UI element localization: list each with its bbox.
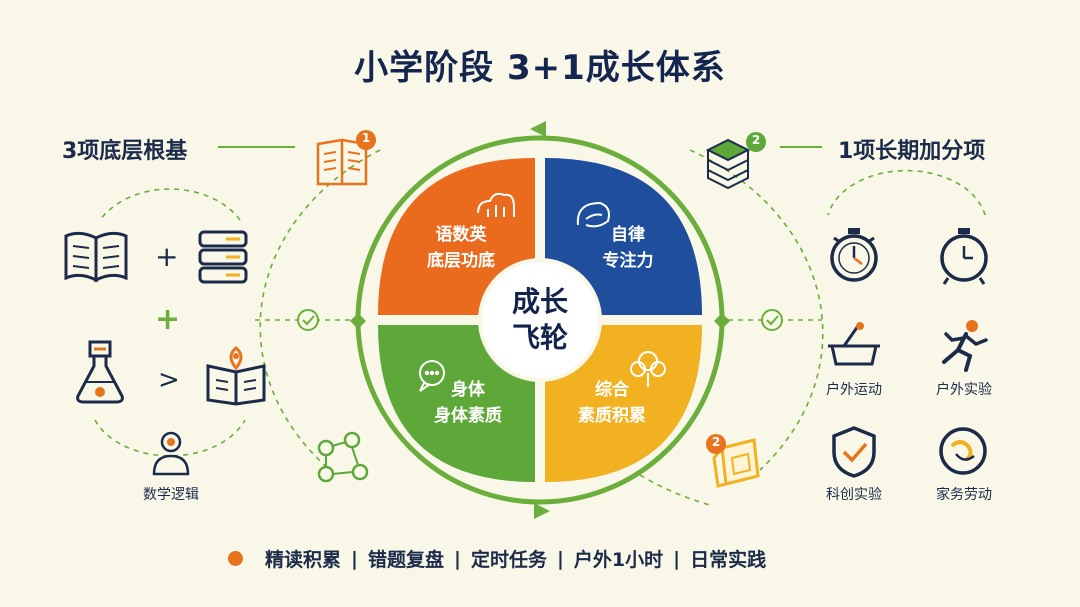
- quadrant-discipline-line1: 自律: [611, 225, 645, 245]
- greater-symbol: >: [158, 365, 180, 395]
- quadrant-comprehensive-label: 综合 素质积累: [562, 377, 662, 429]
- footer-item-0: 精读积累: [265, 549, 342, 571]
- quadrant-discipline-line2: 专注力: [602, 251, 654, 271]
- ring-arrow-bottom: [534, 503, 550, 519]
- ring-arrow-top: [530, 121, 546, 137]
- ring-node-left: [350, 313, 366, 329]
- quadrant-body-label: 身体 身体素质: [418, 377, 518, 429]
- center-line1: 成长: [511, 285, 568, 318]
- student-logic-icon: [152, 431, 190, 476]
- badge-circle: [706, 434, 726, 454]
- ring-node-right: [714, 313, 730, 329]
- quadrant-comprehensive-line2: 素质积累: [578, 406, 646, 426]
- activity-label-0: 户外运动: [826, 382, 882, 398]
- shield-check-icon: [832, 426, 876, 478]
- right-check-icon: [761, 309, 783, 331]
- quadrant-discipline-label: 自律 专注力: [578, 222, 678, 274]
- activity-label-3: 家务劳动: [936, 487, 992, 503]
- footer-separator: |: [453, 547, 461, 570]
- cloud-bars-icon: [477, 192, 515, 217]
- plus-symbol-1: +: [155, 240, 179, 273]
- map-book-icon: [206, 346, 266, 406]
- layer-stack-icon: [705, 132, 766, 190]
- right-heading: 1项长期加分项: [838, 139, 986, 164]
- footer-bullet-icon: [228, 551, 243, 566]
- alarm-clock-icon: [940, 228, 988, 285]
- right-badge: 2: [751, 133, 761, 147]
- brain-leaf-icon: [576, 201, 610, 228]
- tree-icon: [630, 351, 666, 387]
- page-title: 小学阶段 3+1成长体系: [354, 48, 726, 88]
- left-check-icon: [297, 309, 319, 331]
- lab-flask-icon: [76, 340, 124, 404]
- quadrant-body: [378, 325, 535, 482]
- quadrant-body-line2: 身体素质: [434, 406, 502, 426]
- quadrant-language: [378, 158, 535, 315]
- footer-separator: |: [351, 547, 358, 570]
- outer-right-dashed-arc: [689, 149, 824, 471]
- misc-badge: 2: [711, 435, 721, 449]
- badge-circle: [746, 132, 766, 152]
- quadrant-discipline: [545, 158, 702, 315]
- quadrant-language-line2: 底层功底: [427, 251, 495, 271]
- left-badge: 1: [361, 131, 371, 145]
- footer-item-2: 定时任务: [470, 549, 547, 571]
- quadrant-comprehensive-line1: 综合: [595, 380, 629, 400]
- activity-label-2: 科创实验: [826, 487, 882, 503]
- logic-label: 数学逻辑: [143, 487, 199, 503]
- wheel-center: [478, 258, 602, 382]
- chores-circle-icon: [939, 427, 987, 475]
- book-stack-icon: [198, 230, 248, 284]
- quadrant-body-line1: 身体: [451, 380, 485, 400]
- chat-bubble-icon: [419, 360, 445, 392]
- center-line2: 飞轮: [511, 321, 568, 354]
- badge-circle: [356, 130, 376, 150]
- footer-separator: |: [556, 547, 564, 570]
- reading-book-icon: [316, 130, 376, 186]
- footer-item-3: 户外1小时: [573, 549, 664, 571]
- running-person-icon: [942, 320, 988, 372]
- open-book-icon: [64, 231, 128, 283]
- stopwatch-icon: [830, 228, 878, 282]
- footer-separator: |: [673, 547, 681, 570]
- footer-item-1: 错题复盘: [367, 549, 444, 571]
- footer-practice-list: 精读积累 | 错题复盘 | 定时任务 | 户外1小时 | 日常实践: [228, 545, 766, 572]
- package-box-icon: [706, 434, 760, 488]
- left-top-dashed-arc: [99, 188, 241, 221]
- network-nodes-icon: [317, 431, 369, 483]
- left-heading: 3项底层根基: [62, 139, 188, 164]
- activity-label-1: 户外实验: [936, 382, 992, 398]
- left-bottom-dashed-arc: [94, 419, 246, 457]
- quadrant-language-label: 语数英 底层功底: [411, 222, 511, 274]
- stretcher-lab-icon: [828, 322, 880, 366]
- growth-wheel: [350, 121, 730, 519]
- plus-symbol-2: +: [155, 302, 181, 337]
- wheel-center-label: 成长 飞轮: [495, 284, 585, 356]
- footer-item-4: 日常实践: [690, 549, 767, 571]
- right-top-dashed-arc: [827, 169, 986, 216]
- quadrant-language-line1: 语数英: [435, 225, 487, 245]
